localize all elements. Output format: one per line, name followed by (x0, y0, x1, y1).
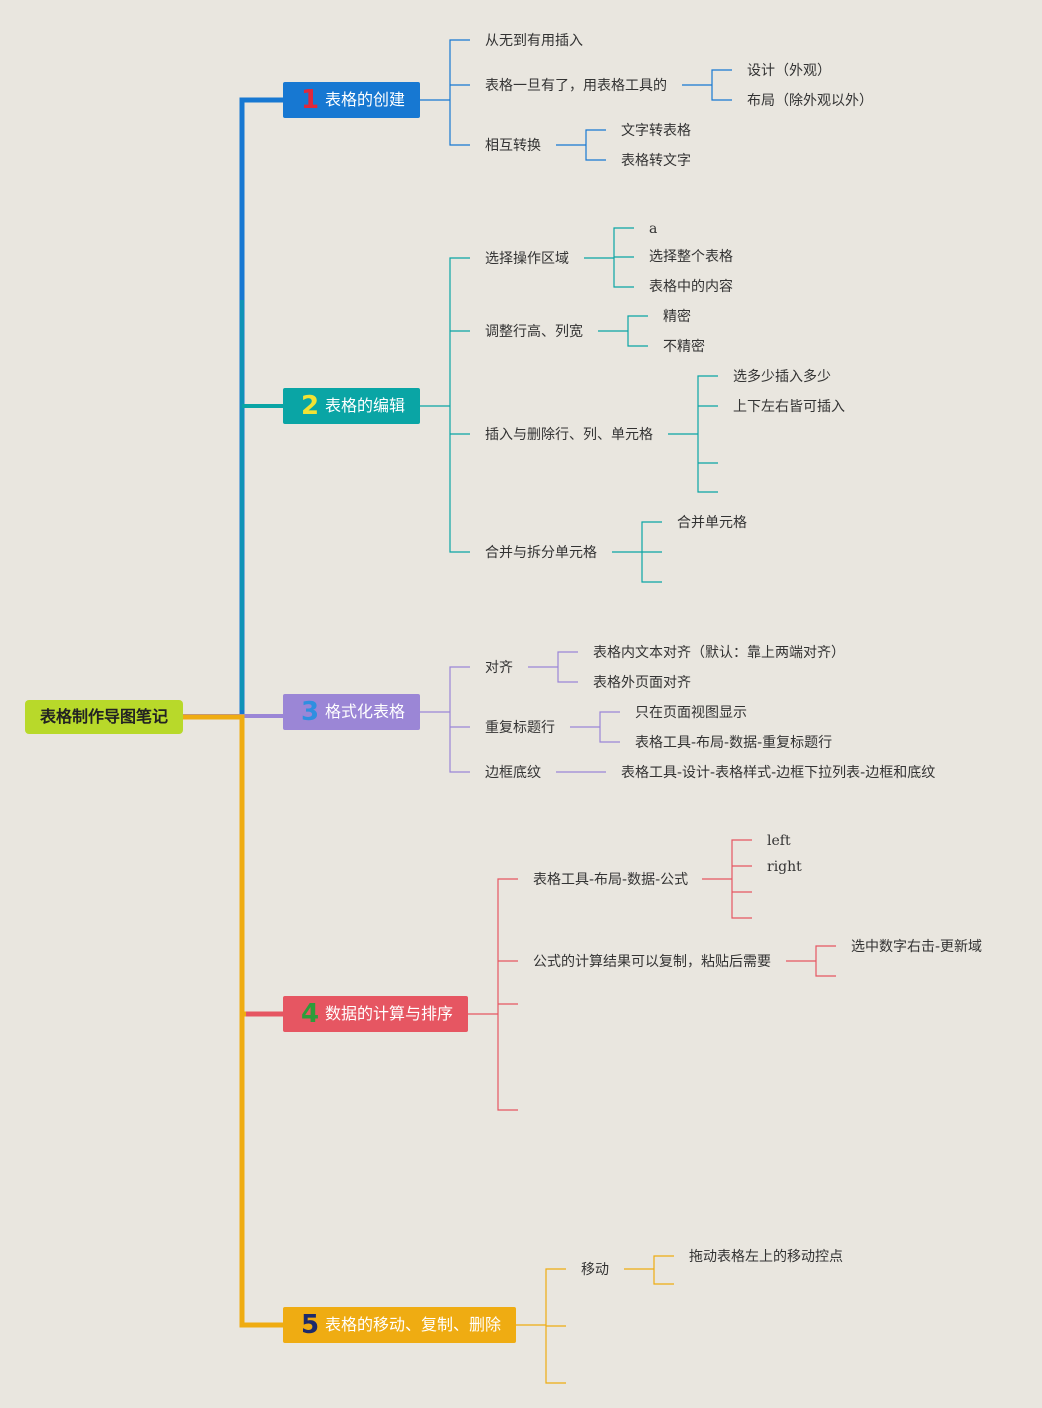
node-2-c[interactable]: 插入与删除行、列、单元格 (485, 427, 653, 443)
node-4-b[interactable]: 公式的计算结果可以复制，粘贴后需要 (533, 954, 771, 970)
branch-number-4: 4 (300, 999, 320, 1029)
node-2-c1[interactable]: 选多少插入多少 (733, 369, 831, 385)
node-3-c[interactable]: 边框底纹 (485, 765, 541, 781)
branch-label-1: 表格的创建 (325, 90, 406, 109)
node-2-a3[interactable]: 表格中的内容 (649, 279, 733, 295)
node-3-c1[interactable]: 表格工具-设计-表格样式-边框下拉列表-边框和底纹 (621, 765, 936, 781)
node-1-a[interactable]: 从无到有用插入 (485, 33, 583, 49)
node-1-c1[interactable]: 文字转表格 (621, 123, 691, 139)
branch-node-4[interactable]: 4 数据的计算与排序 (283, 996, 468, 1032)
branch-2-lines (420, 227, 718, 583)
node-4-a[interactable]: 表格工具-布局-数据-公式 (533, 872, 689, 888)
branch-1-lines (420, 39, 732, 161)
node-2-d1[interactable]: 合并单元格 (677, 515, 747, 531)
branch-label-4: 数据的计算与排序 (325, 1004, 454, 1023)
node-2-a[interactable]: 选择操作区域 (485, 251, 569, 267)
node-5-a1[interactable]: 拖动表格左上的移动控点 (689, 1249, 843, 1265)
node-2-b1[interactable]: 精密 (663, 309, 691, 325)
branch-3-lines (420, 651, 620, 773)
branch-number-1: 1 (300, 85, 320, 115)
node-1-c2[interactable]: 表格转文字 (621, 153, 691, 169)
node-3-a2[interactable]: 表格外页面对齐 (593, 675, 691, 691)
node-2-b[interactable]: 调整行高、列宽 (485, 324, 583, 340)
branch-number-2: 2 (300, 391, 320, 421)
node-4-a1[interactable]: left (767, 833, 791, 849)
root-node[interactable]: 表格制作导图笔记 (25, 700, 183, 734)
node-3-b2[interactable]: 表格工具-布局-数据-重复标题行 (635, 735, 833, 751)
node-1-b[interactable]: 表格一旦有了，用表格工具的 (485, 78, 667, 94)
node-2-a2[interactable]: 选择整个表格 (649, 249, 733, 265)
branch-label-3: 格式化表格 (325, 702, 406, 721)
branch-number-5: 5 (300, 1310, 320, 1340)
branch-label-2: 表格的编辑 (325, 396, 406, 415)
branch-label-5: 表格的移动、复制、删除 (325, 1315, 502, 1334)
node-1-b2[interactable]: 布局（除外观以外） (747, 93, 873, 109)
trunk-line-4 (183, 714, 283, 1017)
node-1-c[interactable]: 相互转换 (485, 138, 541, 154)
branch-node-1[interactable]: 1 表格的创建 (283, 82, 420, 118)
trunk-line-5 (239, 1014, 283, 1328)
node-2-c2[interactable]: 上下左右皆可插入 (733, 399, 845, 415)
branch-5-lines (516, 1255, 674, 1384)
node-4-a2[interactable]: right (767, 859, 802, 875)
node-2-a1[interactable]: a (649, 221, 658, 237)
node-5-a[interactable]: 移动 (581, 1262, 609, 1278)
branch-node-5[interactable]: 5 表格的移动、复制、删除 (283, 1307, 516, 1343)
trunk-line-1 (183, 97, 283, 720)
node-3-a1[interactable]: 表格内文本对齐（默认：靠上两端对齐） (593, 645, 845, 661)
branch-number-3: 3 (300, 697, 320, 727)
node-3-b[interactable]: 重复标题行 (485, 720, 555, 736)
node-1-b1[interactable]: 设计（外观） (747, 63, 831, 79)
node-3-a[interactable]: 对齐 (485, 660, 513, 676)
node-2-d[interactable]: 合并与拆分单元格 (485, 545, 597, 561)
node-2-b2[interactable]: 不精密 (663, 339, 705, 355)
node-3-b1[interactable]: 只在页面视图显示 (635, 705, 747, 721)
node-4-b1[interactable]: 选中数字右击-更新域 (851, 939, 983, 955)
branch-node-3[interactable]: 3 格式化表格 (283, 694, 420, 730)
branch-4-lines (468, 839, 836, 1111)
branch-node-2[interactable]: 2 表格的编辑 (283, 388, 420, 424)
